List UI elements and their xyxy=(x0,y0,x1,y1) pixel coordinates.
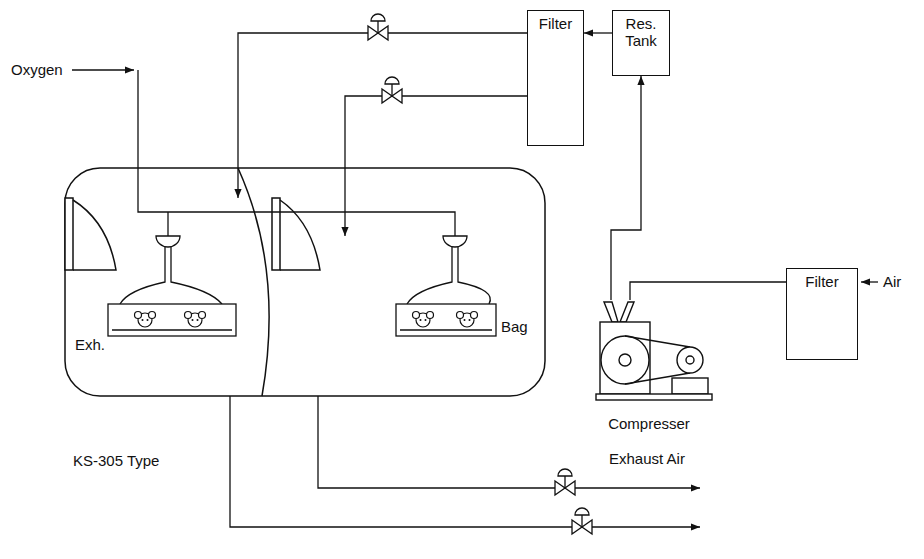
animal-cage xyxy=(108,304,236,336)
animal-head xyxy=(457,312,478,328)
supply-pipe xyxy=(238,33,527,198)
tank-box: Res. Tank xyxy=(612,10,670,76)
oxygen-line xyxy=(72,70,455,236)
exhaust-line xyxy=(230,396,700,527)
compressor-inlet xyxy=(620,302,634,322)
window-frame xyxy=(272,198,280,270)
node-label: Filter xyxy=(805,273,838,290)
valve-symbol xyxy=(368,14,388,40)
node-label: Filter xyxy=(539,15,572,32)
window-door xyxy=(280,200,320,270)
pipe-connector xyxy=(584,32,612,33)
section-label: Exh. xyxy=(74,336,106,353)
animal-head xyxy=(135,312,156,328)
oxygen-arrow xyxy=(72,69,134,70)
compressor-unit: Compresser xyxy=(594,300,704,432)
compressor-base xyxy=(596,394,712,400)
chamber xyxy=(65,168,545,396)
supply-line xyxy=(238,33,527,236)
funnel-cup xyxy=(443,236,467,247)
valve-symbol xyxy=(382,77,402,103)
inlet-label: Air xyxy=(882,273,902,290)
oxygen-pipe xyxy=(138,70,455,236)
motor-pulley xyxy=(677,347,703,373)
motor-base xyxy=(672,378,708,394)
compressor-hub xyxy=(619,354,631,366)
animal-head xyxy=(413,312,434,328)
compressor-symbol xyxy=(596,302,712,400)
chamber-divider xyxy=(238,168,269,396)
window-frame xyxy=(65,198,73,270)
valve-symbol xyxy=(555,469,575,495)
exhaust-pipe xyxy=(318,396,700,488)
funnel-stem xyxy=(452,247,458,268)
motor-hub xyxy=(686,356,694,364)
cage-floor xyxy=(112,329,232,330)
funnel-hood xyxy=(120,268,222,304)
funnel-cup xyxy=(156,236,180,247)
section-label: Bag xyxy=(500,318,529,335)
compressor-flywheel xyxy=(601,336,649,384)
animal-cage xyxy=(396,304,496,336)
outlet-label: Exhaust Air xyxy=(608,450,686,467)
pipe-connector xyxy=(630,282,786,300)
exposure-unit xyxy=(108,236,496,336)
window-door xyxy=(73,200,116,270)
model-label: KS-305 Type xyxy=(72,452,160,469)
pipe-connector xyxy=(611,76,641,300)
supply-pipe xyxy=(345,96,527,236)
filter-box: Filter xyxy=(786,268,858,360)
node-label: Compresser xyxy=(608,415,690,432)
funnel-stem xyxy=(165,247,171,268)
exhaust-pipe xyxy=(230,396,700,527)
filter-box: Filter xyxy=(527,10,584,146)
chamber-wall xyxy=(65,168,545,396)
cage-floor xyxy=(400,329,492,330)
inlet-label: Oxygen xyxy=(10,61,64,78)
oxygen-pipe xyxy=(167,212,168,236)
air-inlet-arrow xyxy=(861,281,878,282)
node-label: Res. Tank xyxy=(616,15,666,50)
funnel-hood xyxy=(407,268,490,304)
compressor-inlet xyxy=(604,302,618,322)
animal-head xyxy=(185,312,206,328)
valve-symbol xyxy=(572,508,592,534)
compressor-body xyxy=(600,322,650,394)
